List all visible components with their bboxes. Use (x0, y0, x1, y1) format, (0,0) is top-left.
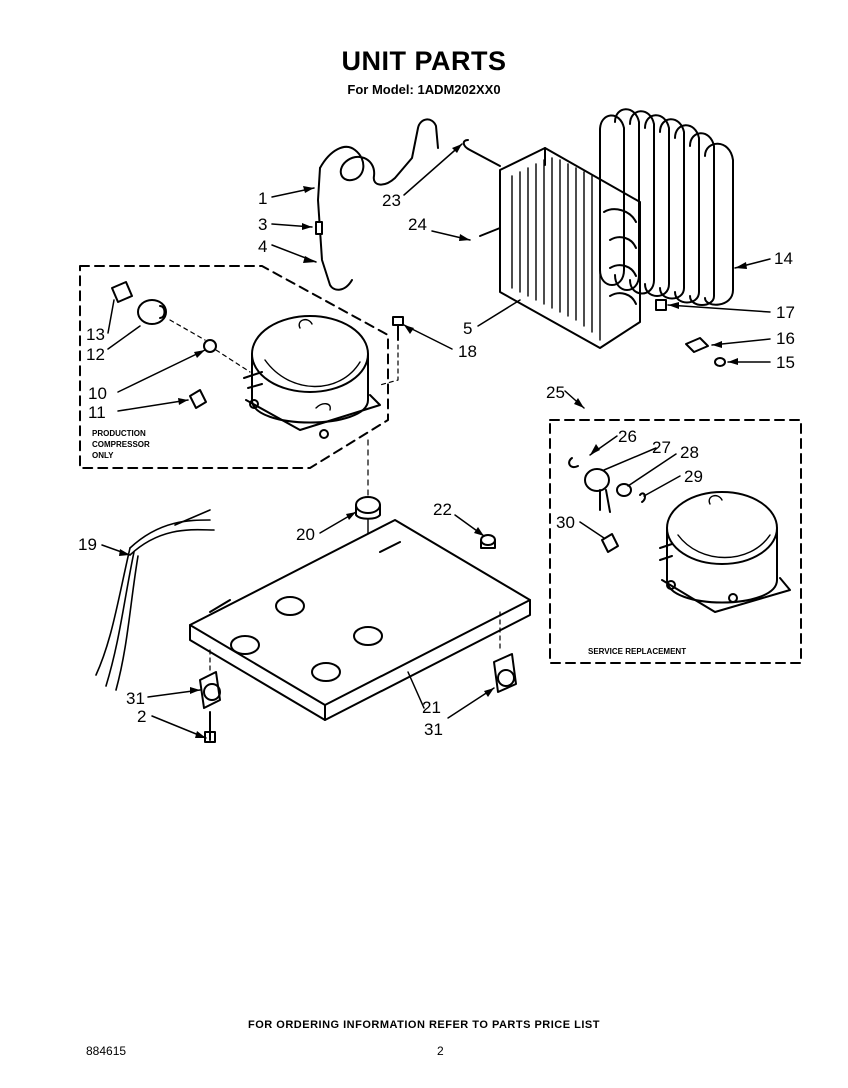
callout-26: 26 (618, 427, 637, 446)
callout-labels: 1 3 4 23 24 14 13 12 5 18 17 16 15 10 11… (78, 189, 795, 739)
production-label-line2: COMPRESSOR (92, 440, 150, 449)
compressor-service (659, 491, 791, 613)
callout-23: 23 (382, 191, 401, 210)
callout-20: 20 (296, 525, 315, 544)
service-replacement-box (549, 419, 802, 664)
callout-31-right: 31 (424, 720, 443, 739)
wiring-harness (95, 509, 215, 691)
callout-16: 16 (776, 329, 795, 348)
production-label-line1: PRODUCTION (92, 429, 146, 438)
callout-14: 14 (774, 249, 793, 268)
callout-12: 12 (86, 345, 105, 364)
page-number: 2 (437, 1044, 444, 1058)
callout-3: 3 (258, 215, 267, 234)
callout-31-left: 31 (126, 689, 145, 708)
caster-right (493, 653, 517, 693)
callout-arrowheads (119, 144, 747, 738)
capillary-tube-assembly (315, 118, 439, 291)
evaporator-coil (462, 139, 641, 349)
service-replacement-label: SERVICE REPLACEMENT (588, 647, 686, 656)
callout-4: 4 (258, 237, 267, 256)
production-compressor-box (79, 265, 389, 469)
callout-25: 25 (546, 383, 565, 402)
callout-11: 11 (88, 403, 106, 422)
box-labels: PRODUCTION COMPRESSOR ONLY SERVICE REPLA… (92, 429, 686, 656)
grommet-22 (480, 534, 496, 549)
relay-parts-production (111, 281, 251, 409)
compressor-production (243, 315, 381, 439)
ordering-note: FOR ORDERING INFORMATION REFER TO PARTS … (248, 1019, 600, 1031)
condenser (599, 108, 734, 306)
caster-left (199, 649, 221, 709)
callout-24: 24 (408, 215, 427, 234)
callout-10: 10 (88, 384, 107, 403)
base-plate (189, 519, 531, 721)
callout-13: 13 (86, 325, 105, 344)
document-number: 884615 (86, 1044, 127, 1058)
callout-1: 1 (258, 189, 267, 208)
callout-2: 2 (137, 707, 146, 726)
callout-15: 15 (776, 353, 795, 372)
callout-27: 27 (652, 438, 671, 457)
callout-17: 17 (776, 303, 795, 322)
callout-leaders (101, 143, 771, 739)
screw-18 (379, 316, 404, 386)
production-label-line3: ONLY (92, 451, 114, 460)
callout-18: 18 (458, 342, 477, 361)
callout-21: 21 (422, 698, 441, 717)
page-title: UNIT PARTS (341, 46, 507, 76)
callout-19: 19 (78, 535, 97, 554)
relay-parts-service (568, 457, 647, 553)
callout-28: 28 (680, 443, 699, 462)
small-parts-15-17 (655, 299, 726, 367)
callout-30: 30 (556, 513, 575, 532)
model-subtitle: For Model: 1ADM202XX0 (347, 82, 501, 97)
callout-29: 29 (684, 467, 703, 486)
callout-22: 22 (433, 500, 452, 519)
callout-5: 5 (463, 319, 472, 338)
